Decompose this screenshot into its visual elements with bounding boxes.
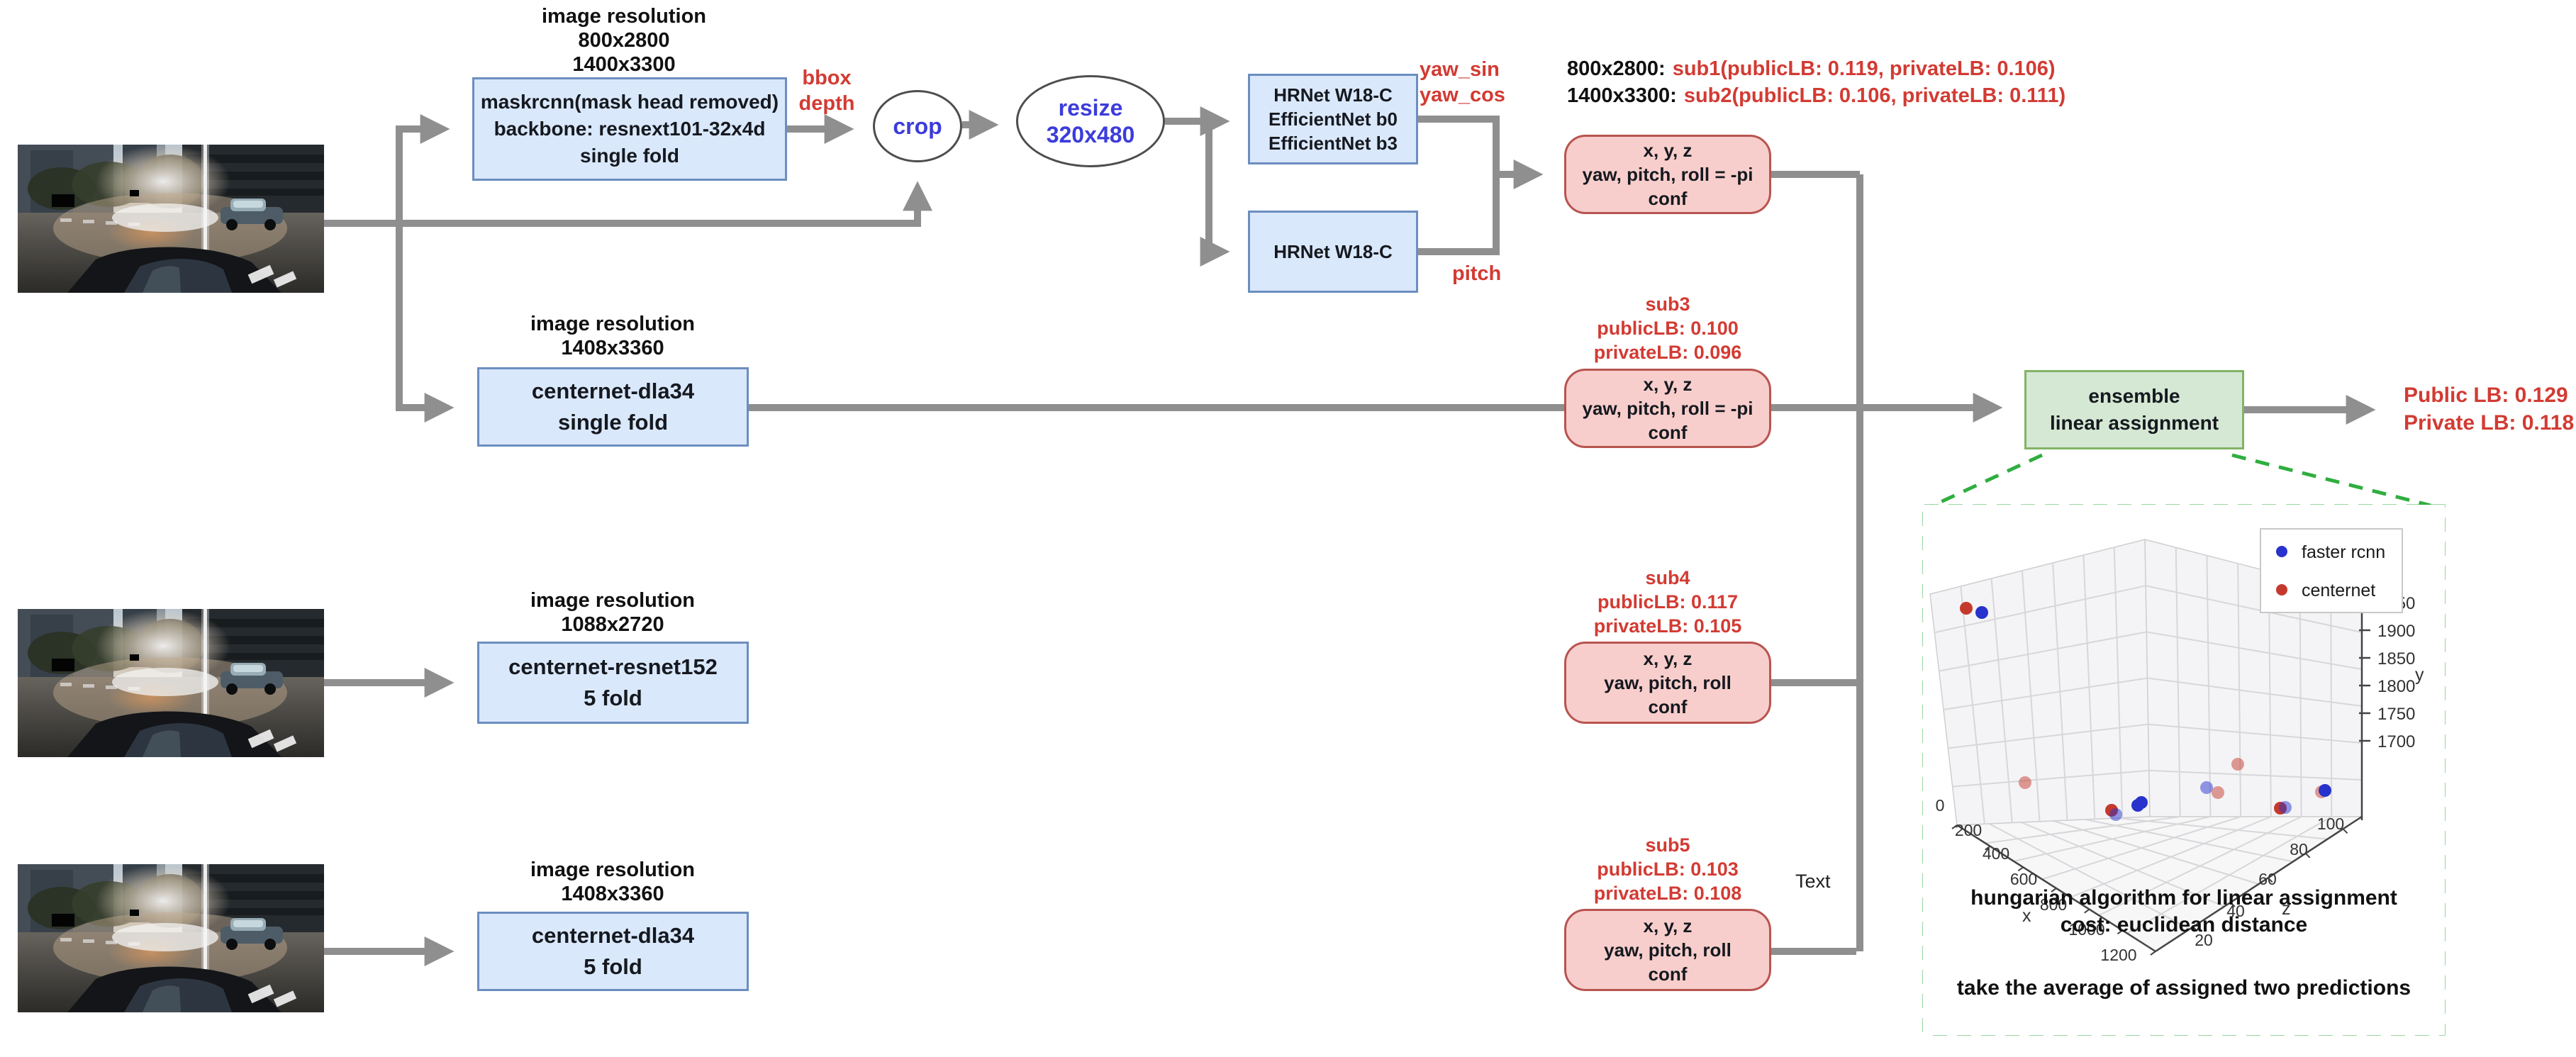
svg-text:x: x	[2022, 906, 2031, 926]
svg-text:400: 400	[1983, 844, 2009, 863]
svg-text:40: 40	[2226, 902, 2245, 920]
cost-note: cost: euclidean distance	[2060, 913, 2308, 936]
svg-text:60: 60	[2258, 870, 2277, 888]
svg-text:1750: 1750	[2377, 705, 2415, 724]
svg-text:y: y	[2415, 665, 2424, 685]
output-box-row1: x, y, z yaw, pitch, roll = -pi conf	[1564, 135, 1771, 214]
average-note: take the average of assigned two predict…	[1956, 976, 2411, 1000]
stray-text-label: Text	[1795, 871, 1831, 892]
svg-text:1700: 1700	[2377, 732, 2415, 751]
svg-text:200: 200	[1955, 821, 1982, 839]
ensemble-box: ensemble linear assignment	[2024, 370, 2244, 449]
bbox-depth-label: bbox depth	[798, 67, 855, 115]
sub3-result: sub3 publicLB: 0.100 privateLB: 0.096	[1593, 293, 1742, 363]
hungarian-note: hungarian algorithm for linear assignmen…	[1970, 886, 2397, 910]
input-image-1	[18, 145, 324, 293]
svg-text:1800: 1800	[2377, 677, 2415, 696]
centernet-dla34-5fold-box: centernet-dla34 5 fold	[477, 912, 749, 991]
hrnet-pitch-box: HRNet W18-C	[1248, 211, 1418, 293]
assignment-scatter3d-chart: 1950190018501800175017000200400600800100…	[1929, 528, 2424, 964]
svg-text:1850: 1850	[2377, 649, 2415, 669]
sub1-sub2-results: 800x2800:sub1(publicLB: 0.119, privateLB…	[1567, 57, 2066, 107]
svg-text:1900: 1900	[2377, 622, 2415, 641]
svg-text:800: 800	[2040, 895, 2067, 914]
svg-text:faster rcnn: faster rcnn	[2302, 542, 2385, 562]
output-box-row2: x, y, z yaw, pitch, roll = -pi conf	[1564, 369, 1771, 448]
maskrcnn-box: maskrcnn(mask head removed) backbone: re…	[472, 77, 787, 181]
dashcam-photo-illustration	[18, 145, 324, 293]
svg-text:1000: 1000	[2068, 920, 2104, 939]
svg-text:1200: 1200	[2100, 946, 2136, 964]
final-leaderboard-result: Public LB: 0.129 Private LB: 0.118	[2404, 384, 2575, 435]
resize-ellipse: resize 320x480	[1016, 75, 1165, 167]
input-image-2	[18, 609, 324, 757]
resolution-note-row4: image resolution 1408x3360	[530, 859, 696, 905]
svg-text:600: 600	[2010, 870, 2037, 888]
sub5-result: sub5 publicLB: 0.103 privateLB: 0.108	[1593, 834, 1742, 904]
svg-text:centernet: centernet	[2302, 581, 2375, 600]
yaw-sin-cos-label: yaw_sin yaw_cos	[1420, 58, 1505, 106]
sub4-result: sub4 publicLB: 0.117 privateLB: 0.105	[1593, 567, 1742, 637]
centernet-dla34-single-box: centernet-dla34 single fold	[477, 367, 749, 447]
svg-text:20: 20	[2195, 931, 2213, 949]
output-box-row4: x, y, z yaw, pitch, roll conf	[1564, 909, 1771, 991]
pitch-label: pitch	[1452, 262, 1502, 285]
svg-text:80: 80	[2290, 840, 2308, 859]
output-box-row3: x, y, z yaw, pitch, roll conf	[1564, 642, 1771, 724]
centernet-resnet152-box: centernet-resnet152 5 fold	[477, 642, 749, 724]
resolution-note-row1: image resolution 800x2800 1400x3300	[541, 5, 707, 76]
svg-text:z: z	[2282, 899, 2291, 919]
input-image-3	[18, 864, 324, 1012]
hrnet-efficientnet-box: HRNet W18-C EfficientNet b0 EfficientNet…	[1248, 74, 1418, 164]
svg-text:100: 100	[2317, 815, 2344, 833]
resolution-note-row3: image resolution 1088x2720	[530, 589, 696, 636]
svg-text:0: 0	[1936, 796, 1945, 815]
crop-ellipse: crop	[873, 90, 962, 162]
resolution-note-row2: image resolution 1408x3360	[530, 313, 696, 359]
